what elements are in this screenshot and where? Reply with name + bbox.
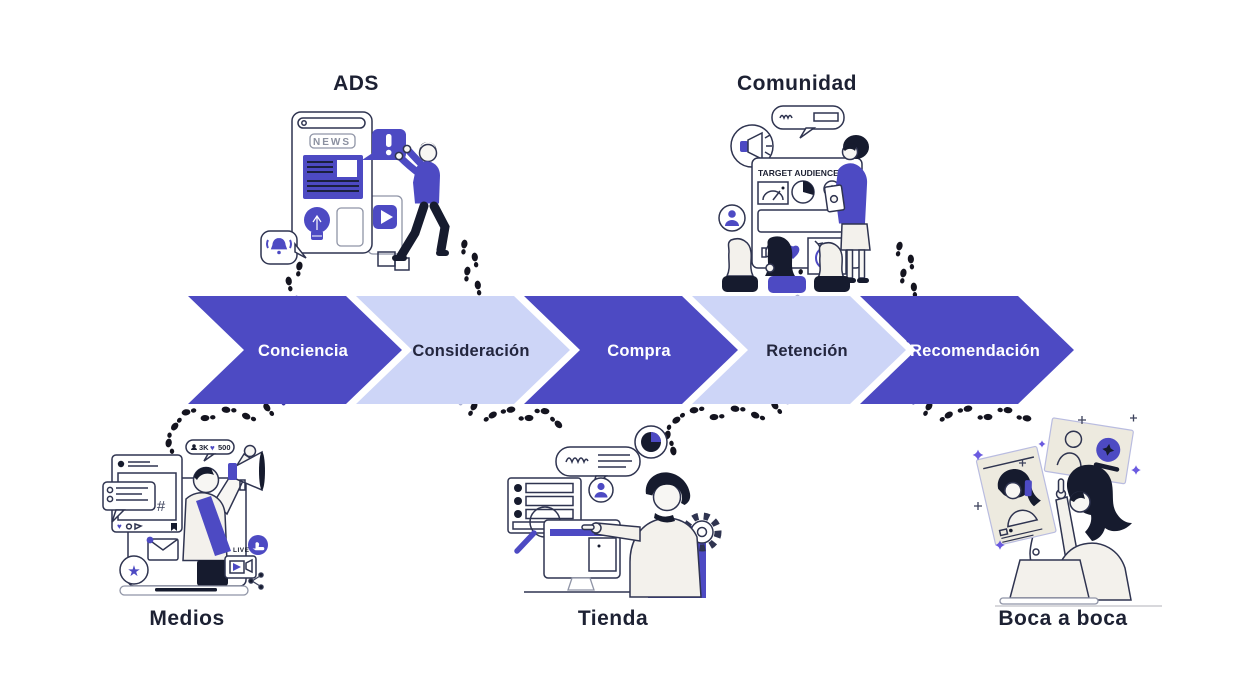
stage-label-conciencia: Conciencia [258, 342, 349, 360]
illustration-ads: ADS NEWS [260, 72, 450, 271]
board-title: TARGET AUDIENCE [758, 168, 839, 178]
boca-title: Boca a boca [998, 607, 1127, 630]
article-image [337, 160, 357, 177]
play-icon [233, 563, 241, 571]
share-icon [248, 572, 264, 590]
tienda-title: Tienda [578, 607, 648, 630]
chat-bubble [771, 105, 845, 139]
news-chip [309, 133, 356, 149]
pie-chart-badge [634, 425, 668, 459]
photo-card-portrait [975, 445, 1057, 547]
photo-card-landscape [1043, 417, 1134, 485]
stage-arrow-consideracion [356, 296, 570, 404]
stage-label-retencion: Retención [766, 342, 848, 360]
thumbs-up-icon [252, 542, 265, 551]
comunidad-audience [722, 236, 850, 293]
bell-icon [270, 238, 288, 250]
star-icon: ★ [127, 563, 140, 580]
megaphone-icon [740, 141, 748, 152]
live-badge: LIVE [233, 547, 250, 554]
illustration-medios: # ♥ 3K ♥ 500 [102, 439, 268, 630]
user-icon [728, 210, 736, 218]
hashtag-icon: # [157, 498, 166, 515]
news-chip-label: NEWS [313, 137, 351, 148]
followers-count: 3K [199, 443, 209, 452]
megaphone-icon [228, 450, 265, 492]
envelope-icon [146, 536, 179, 561]
pie-chart-icon [791, 180, 815, 204]
ads-person [392, 141, 450, 261]
illustration-boca: Boca a boca [972, 414, 1162, 630]
stage-label-compra: Compra [607, 342, 671, 360]
stage-label-consideracion: Consideración [412, 342, 529, 360]
funnel-band: Conciencia Consideración Compra Retenció… [188, 296, 1074, 404]
placeholder-block [336, 207, 364, 247]
stats-pill: 3K ♥ 500 [185, 439, 235, 462]
play-icon [381, 210, 393, 224]
boca-person [1053, 464, 1132, 601]
illustration-comunidad: Comunidad TARGET AUDIENCE [718, 72, 871, 293]
audience-member [725, 238, 755, 277]
user-badge [718, 204, 746, 232]
ads-browser-card: NEWS [291, 111, 373, 254]
send-icon [134, 522, 143, 531]
stage-label-recomendacion: Recomendación [910, 342, 1040, 360]
exclamation-icon [386, 134, 392, 147]
medios-title: Medios [149, 607, 224, 630]
gauge-icon [757, 181, 789, 205]
user-chip [588, 477, 614, 503]
star-badge: ★ [119, 555, 149, 585]
medios-person [182, 444, 265, 586]
bookmark-icon [171, 523, 177, 531]
lightbulb-icon [304, 207, 330, 240]
like-icons: ♥ [117, 522, 122, 531]
comunidad-title: Comunidad [737, 72, 857, 95]
article-lines [307, 161, 359, 192]
heart-icon: ♥ [210, 444, 215, 453]
ads-title: ADS [333, 72, 379, 95]
search-icon [301, 120, 307, 126]
illustration-tienda: ✕ Tienda [507, 425, 722, 630]
comment-bubble [102, 481, 156, 523]
likes-count: 500 [218, 443, 231, 452]
tienda-person [581, 472, 702, 598]
live-video: LIVE [224, 547, 257, 579]
notification-bubble [260, 230, 307, 265]
product-phone [1024, 480, 1032, 497]
stage-arrow-conciencia [188, 296, 402, 404]
user-icon [597, 482, 605, 491]
comunidad-presenter [823, 135, 871, 283]
stage-arrow-recomendacion [860, 296, 1074, 404]
stage-arrow-compra [524, 296, 738, 404]
stage-arrow-retencion [692, 296, 906, 404]
thumbs-up-badge [248, 535, 268, 555]
boca-laptop [995, 559, 1162, 607]
plus-marks [974, 414, 1137, 510]
